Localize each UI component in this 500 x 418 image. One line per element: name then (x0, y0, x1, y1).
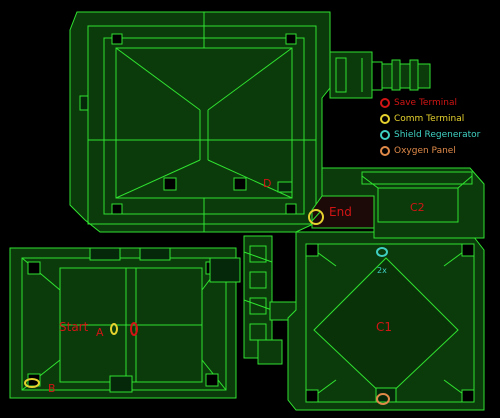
legend-label: Oxygen Panel (394, 146, 456, 156)
shield-regenerator-icon (380, 130, 390, 140)
room-d-area (69, 11, 331, 233)
legend-item-save-terminal: Save Terminal (380, 96, 498, 110)
room-label-d: D (263, 177, 272, 190)
legend-label: Shield Regenerator (394, 130, 481, 140)
comm-terminal-icon (380, 114, 390, 124)
save-terminal-icon (380, 98, 390, 108)
room-label-end: End (329, 205, 352, 219)
room-c1-area (287, 231, 485, 411)
room-start-area (9, 247, 237, 399)
shield-multiplier-label: 2x (377, 266, 387, 275)
room-label-c2: C2 (410, 201, 425, 214)
comm-terminal-marker-end (308, 209, 324, 225)
legend-item-shield-regenerator: Shield Regenerator (380, 128, 498, 142)
room-label-start: Start (59, 320, 89, 334)
oxygen-panel-icon (380, 146, 390, 156)
room-label-c1: C1 (376, 320, 393, 334)
shield-regenerator-marker (376, 247, 388, 257)
legend-label: Save Terminal (394, 98, 457, 108)
room-label-b: B (48, 382, 56, 395)
comm-terminal-marker-b (24, 378, 40, 388)
legend-item-oxygen-panel: Oxygen Panel (380, 144, 498, 158)
legend-item-comm-terminal: Comm Terminal (380, 112, 498, 126)
comm-terminal-marker-a (110, 323, 118, 335)
corridor-east (329, 51, 431, 99)
legend: Save Terminal Comm Terminal Shield Regen… (380, 96, 498, 160)
room-label-a: A (96, 326, 104, 339)
legend-label: Comm Terminal (394, 114, 465, 124)
oxygen-panel-marker (376, 393, 390, 405)
save-terminal-marker-a (130, 322, 138, 336)
end-zone (311, 195, 375, 229)
end-marker-slash (311, 211, 321, 222)
